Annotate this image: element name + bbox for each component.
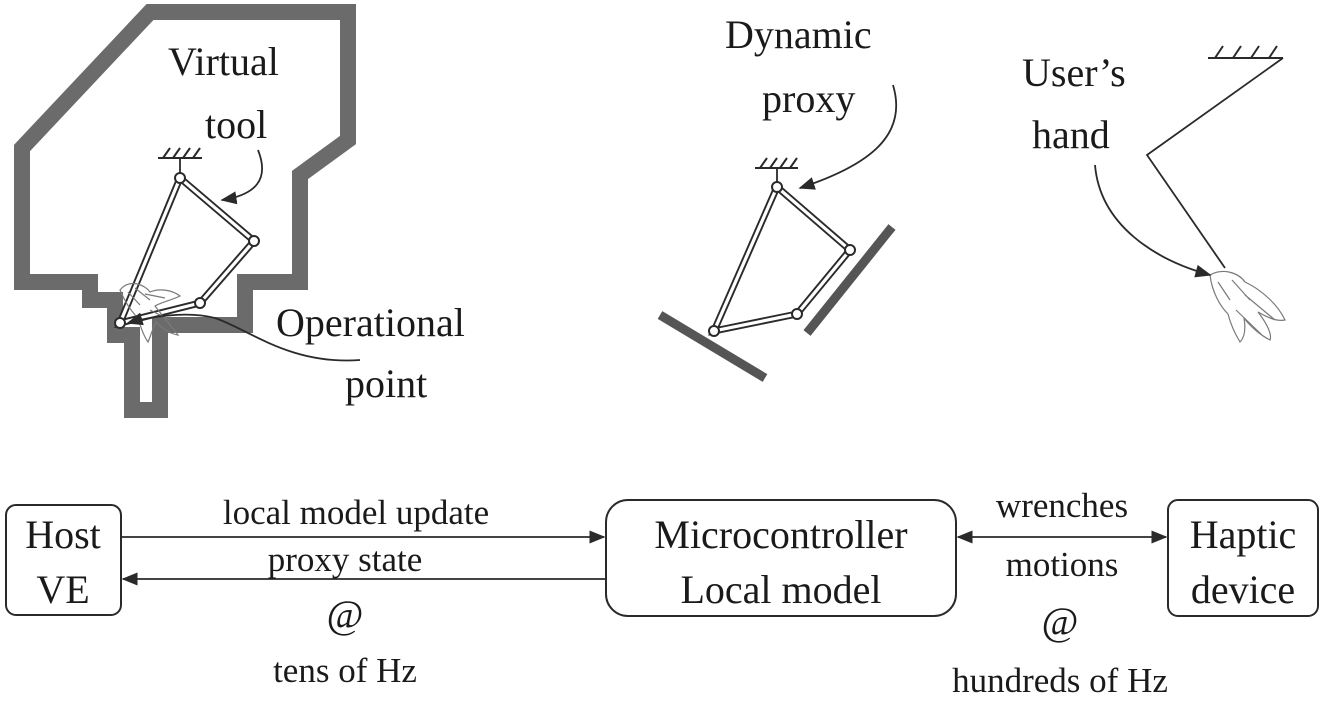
ground-hatch-icon (755, 157, 798, 169)
haptic-device-label-line1: Haptic (1190, 512, 1297, 557)
proxy-linkage (708, 181, 856, 337)
host-rate-at-symbol: @ (327, 592, 364, 637)
proxy-constraint-wall-right (803, 224, 896, 336)
local-model-update-label: local model update (223, 493, 489, 532)
dynamic-proxy-pointer-arrow (798, 84, 898, 190)
dynamic-proxy-scene: Dynamic proxy (657, 12, 898, 382)
ground-hatch-icon (1208, 45, 1283, 59)
host-ve-label-line2: VE (36, 567, 89, 612)
users-hand-scene: User’s hand (1022, 45, 1286, 343)
block-diagram: Host VE Microcontroller Local model Hapt… (5, 486, 1319, 700)
users-hand-pointer-arrow (1094, 164, 1212, 278)
haptic-device-box: Haptic device (1167, 499, 1319, 617)
users-hand-label-line2: hand (1032, 112, 1110, 157)
virtual-tool-label-line2: tool (205, 102, 267, 147)
virtual-tool-label-line1: Virtual (168, 39, 279, 84)
dynamic-proxy-label-line1: Dynamic (725, 12, 872, 57)
motions-label: motions (1006, 545, 1119, 584)
virtual-environment-wall (14, 3, 356, 418)
microcontroller-box: Microcontroller Local model (605, 499, 957, 617)
microcontroller-label-line1: Microcontroller (654, 512, 907, 557)
virtual-tool-pointer-arrow (220, 149, 263, 205)
proxy-state-label: proxy state (268, 540, 423, 579)
operational-point-label-line2: point (345, 361, 427, 406)
operational-point-label-line1: Operational (276, 300, 465, 345)
host-ve-label-line1: Host (25, 512, 101, 557)
users-hand-label-line1: User’s (1022, 50, 1126, 95)
host-rate-label: tens of Hz (273, 651, 417, 690)
operational-point-pointer-arrow (126, 312, 361, 362)
ground-hatch-icon (158, 147, 202, 159)
device-rate-at-symbol: @ (1042, 599, 1079, 644)
haptic-device-label-line2: device (1191, 567, 1295, 612)
wrenches-label: wrenches (996, 486, 1128, 525)
dynamic-proxy-label-line2: proxy (762, 76, 855, 121)
device-rate-label: hundreds of Hz (952, 661, 1168, 700)
user-hand-sketch-icon (1209, 270, 1286, 343)
virtual-tool-linkage (114, 172, 260, 329)
user-arm-line (1145, 57, 1284, 269)
microcontroller-label-line2: Local model (680, 567, 881, 612)
host-ve-box: Host VE (5, 504, 122, 616)
proxy-constraint-wall-bottom (657, 311, 768, 382)
virtual-tool-scene: Virtual tool Operational point (14, 3, 465, 418)
